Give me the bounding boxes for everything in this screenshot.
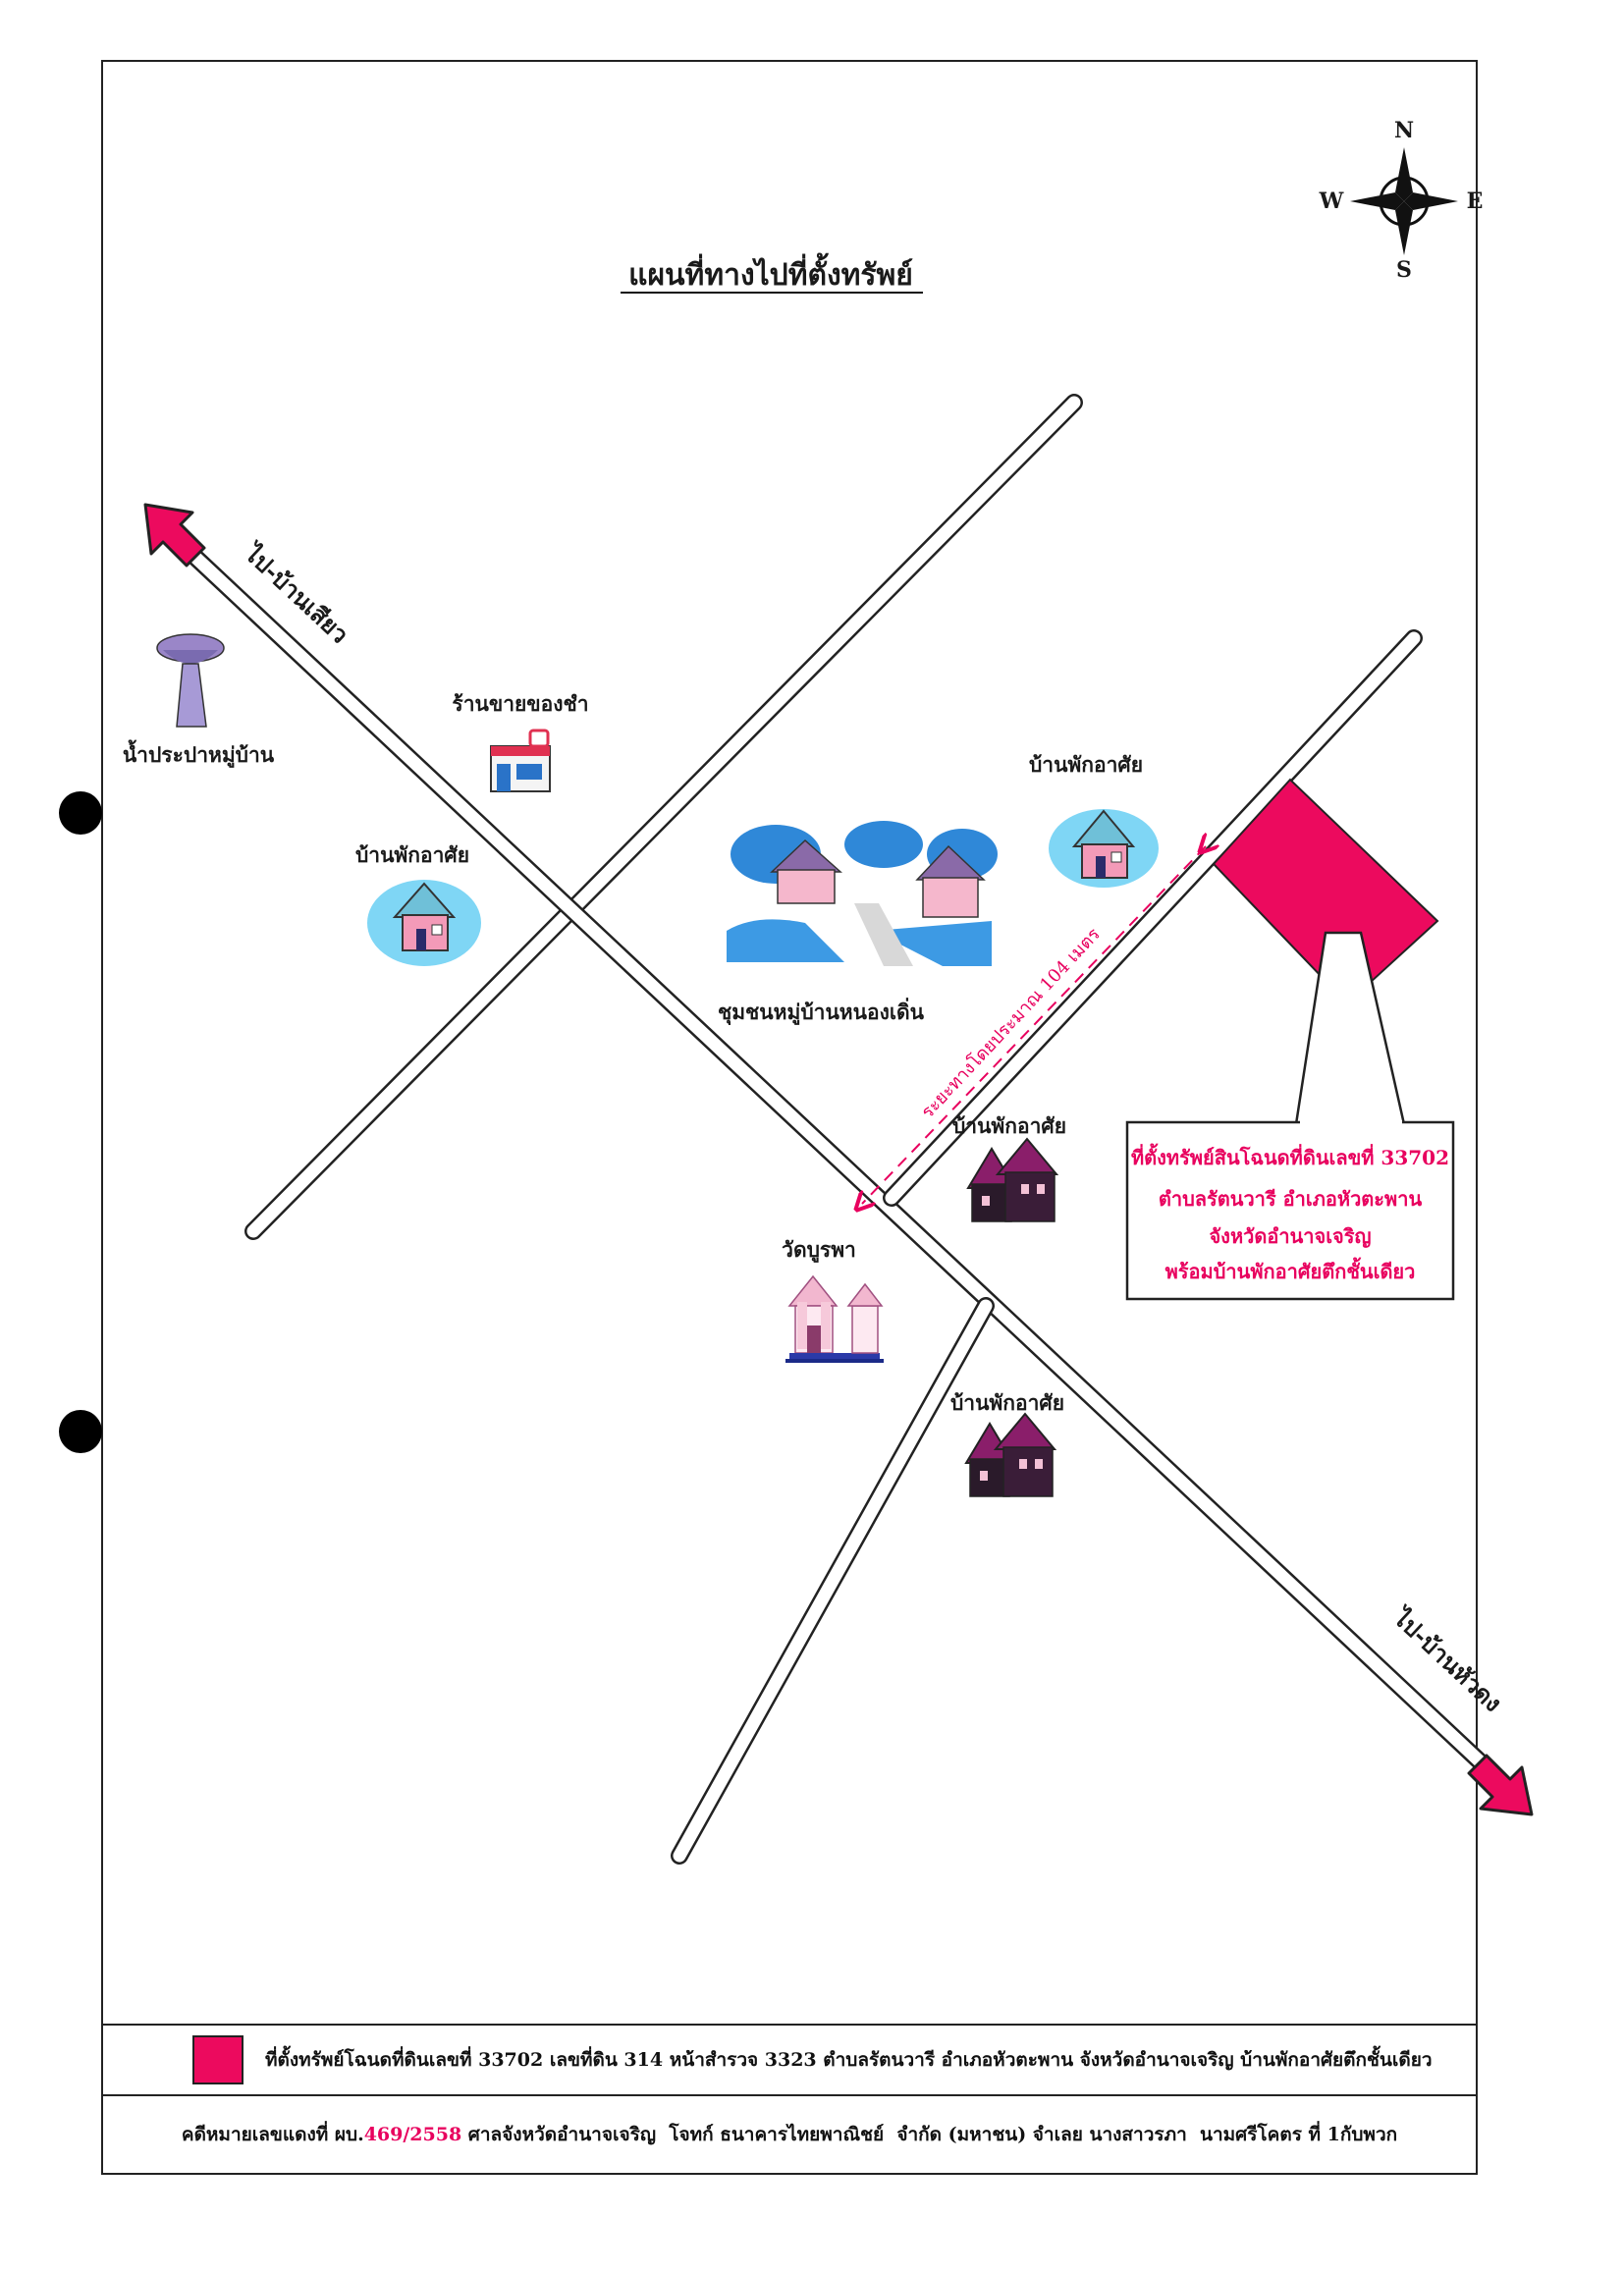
road-south-branch xyxy=(671,1297,995,1865)
property-parcel xyxy=(1212,778,1439,1005)
legend-swatch xyxy=(192,2035,244,2084)
callout-line-1: ที่ตั้งทรัพย์สินโฉนดที่ดินเลขที่ 33702 xyxy=(1131,1143,1449,1169)
label-house-lower: บ้านพักอาศัย xyxy=(950,1390,1064,1415)
page-frame xyxy=(101,60,1478,2175)
legend-row: ที่ตั้งทรัพย์โฉนดที่ดินเลขที่ 33702 เลขท… xyxy=(102,2025,1477,2095)
road-ne-sw xyxy=(244,394,1083,1240)
callout-line-3: จังหวัดอำนาจเจริญ xyxy=(1209,1224,1371,1248)
binder-hole-top xyxy=(59,791,102,835)
case-number: 469/2558 xyxy=(363,2124,462,2145)
property-callout-box: ที่ตั้งทรัพย์สินโฉนดที่ดินเลขที่ 33702 ต… xyxy=(1125,1120,1455,1301)
svg-text:W: W xyxy=(1319,189,1344,214)
label-community: ชุมชนหมู่บ้านหนองเดิ่น xyxy=(718,997,925,1026)
shop-icon xyxy=(490,729,551,792)
svg-text:S: S xyxy=(1396,257,1412,283)
callout-line-2: ตำบลรัตนวารี อำเภอหัวตะพาน xyxy=(1159,1187,1423,1211)
community-icon xyxy=(723,815,998,966)
house-upper-right-icon xyxy=(1049,809,1159,888)
house-left-icon xyxy=(367,880,481,966)
legend-text: ที่ตั้งทรัพย์โฉนดที่ดินเลขที่ 33702 เลขท… xyxy=(265,2049,1433,2071)
house-middle-icon xyxy=(966,1137,1059,1222)
svg-text:E: E xyxy=(1467,189,1484,214)
compass-rose-icon: N S W E xyxy=(1319,118,1484,283)
arrow-to-ban-hua-dong-icon xyxy=(1467,1754,1534,1816)
temple-icon xyxy=(785,1274,884,1363)
house-lower-icon xyxy=(964,1412,1057,1497)
case-prefix: คดีหมายเลขแดงที่ ผบ. xyxy=(181,2124,364,2145)
case-row: คดีหมายเลขแดงที่ ผบ.469/2558 ศาลจังหวัดอ… xyxy=(102,2095,1477,2174)
callout-line-4: พร้อมบ้านพักอาศัยตึกชั้นเดียว xyxy=(1165,1257,1416,1283)
label-temple: วัดบูรพา xyxy=(782,1237,856,1264)
distance-dashed-line xyxy=(862,846,1206,1204)
road-nw-se-main xyxy=(164,527,1503,1784)
label-to-ban-siao: ไป-บ้านเสียว xyxy=(238,537,354,649)
svg-text:N: N xyxy=(1394,118,1414,143)
map-title: แผนที่ทางไปที่ตั้งทรัพย์ xyxy=(628,252,913,293)
label-shop: ร้านขายของชำ xyxy=(452,691,588,716)
label-house-left: บ้านพักอาศัย xyxy=(355,842,469,867)
water-tower-icon xyxy=(156,633,225,728)
label-house-middle: บ้านพักอาศัย xyxy=(952,1113,1066,1138)
label-house-upper-right: บ้านพักอาศัย xyxy=(1029,752,1143,777)
arrow-to-ban-siao-icon xyxy=(143,503,206,568)
case-suffix: ศาลจังหวัดอำนาจเจริญ โจทก์ ธนาคารไทยพาณิ… xyxy=(461,2124,1398,2145)
binder-hole-bottom xyxy=(59,1410,102,1453)
label-water-tower: น้ำประปาหมู่บ้าน xyxy=(123,739,275,769)
